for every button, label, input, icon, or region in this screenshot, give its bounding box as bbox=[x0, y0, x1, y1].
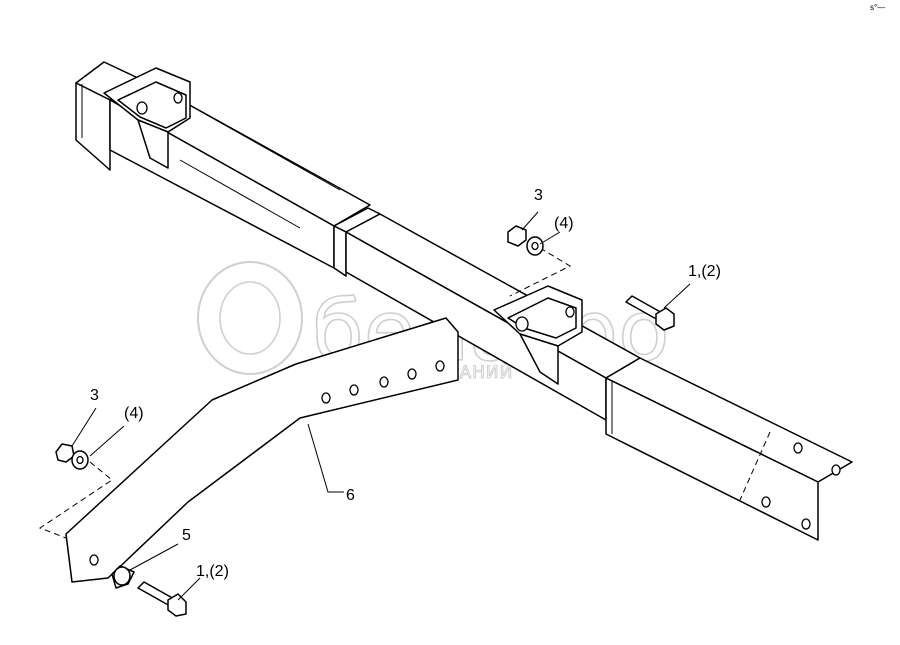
front-bracket bbox=[493, 285, 583, 385]
bottom-hardware bbox=[55, 443, 187, 617]
bottom-bolt-icon bbox=[137, 581, 187, 617]
corner-mark: s°— bbox=[870, 3, 885, 12]
alignment-lines bbox=[38, 247, 572, 539]
callout-arm: 6 bbox=[346, 487, 355, 504]
beam-end-plate bbox=[75, 61, 139, 171]
callout-spacer: 5 bbox=[182, 527, 191, 544]
watermark-logo-inner bbox=[219, 281, 281, 355]
callout-washer-top: (4) bbox=[554, 215, 574, 232]
top-nut-icon bbox=[507, 225, 527, 247]
beam-front-section bbox=[605, 357, 853, 541]
rear-bracket bbox=[103, 67, 191, 169]
top-bolt-icon bbox=[625, 295, 675, 331]
leader-lines bbox=[71, 211, 691, 601]
callout-nut-top: 3 bbox=[534, 187, 543, 204]
callout-nut-left: 3 bbox=[90, 387, 99, 404]
callout-bolt-bottom: 1,(2) bbox=[196, 563, 229, 580]
top-hardware bbox=[507, 225, 675, 331]
bent-arm bbox=[65, 317, 459, 583]
callout-washer-left: (4) bbox=[124, 405, 144, 422]
callout-bolt-top: 1,(2) bbox=[688, 263, 721, 280]
spacer-icon bbox=[111, 565, 135, 589]
watermark-logo-ring bbox=[197, 261, 303, 375]
callout-labels: 3 (4) 1,(2) 3 (4) 6 5 1,(2) bbox=[90, 187, 721, 580]
